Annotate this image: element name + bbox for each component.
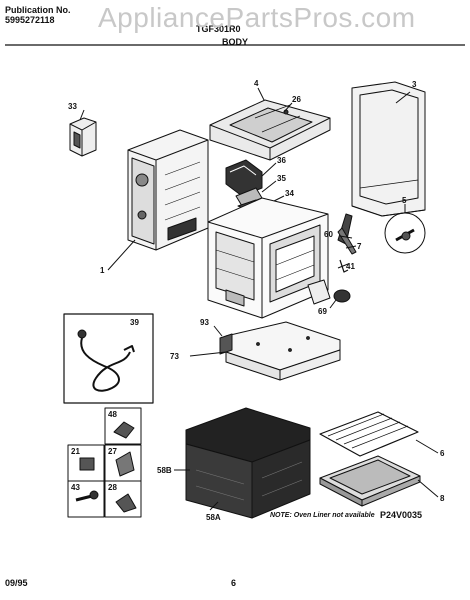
- label-part-35: 35: [277, 174, 286, 183]
- diagram-code: P24V0035: [380, 510, 423, 520]
- label-part-1: 1: [100, 266, 105, 275]
- label-part-48: 48: [108, 410, 117, 419]
- part-21-box: [67, 444, 105, 482]
- publication-label: Publication No.: [5, 5, 71, 15]
- label-part-36: 36: [277, 156, 286, 165]
- label-part-27: 27: [108, 447, 117, 456]
- label-part-39: 39: [130, 318, 139, 327]
- label-part-58A: 58A: [206, 513, 221, 522]
- label-part-58B: 58B: [157, 466, 172, 475]
- part-60-hinge: [337, 213, 357, 273]
- label-part-3: 3: [412, 80, 417, 89]
- footer-date: 09/95: [5, 578, 28, 588]
- part-4-top-cover: [209, 87, 331, 161]
- publication-number: 5995272118: [5, 15, 55, 25]
- label-part-69: 69: [318, 307, 327, 316]
- oven-body: [207, 197, 331, 319]
- label-part-93: 93: [200, 318, 209, 327]
- label-part-6: 6: [440, 449, 445, 458]
- label-part-41: 41: [346, 262, 355, 271]
- label-part-28: 28: [108, 483, 117, 492]
- part-69-leveling-leg: [329, 289, 351, 309]
- label-part-7: 7: [357, 242, 362, 251]
- part-36-duct: [225, 159, 277, 207]
- label-part-33: 33: [68, 102, 77, 111]
- label-part-21: 21: [71, 447, 80, 456]
- part-28-box: [104, 480, 142, 518]
- label-part-43: 43: [71, 483, 80, 492]
- part-8-broiler-pan: [319, 455, 439, 507]
- part-3-side-panel: [351, 81, 426, 217]
- part-1-back-panel: [107, 129, 209, 271]
- section-title: BODY: [222, 37, 249, 47]
- part-48-box: [104, 407, 142, 445]
- part-5-roller: [384, 204, 426, 254]
- watermark: AppliancePartsPros.com: [98, 2, 416, 33]
- label-part-8: 8: [440, 494, 445, 503]
- oven-liner-note: NOTE: Oven Liner not available: [270, 512, 375, 519]
- label-part-26: 26: [292, 95, 301, 104]
- label-part-60: 60: [324, 230, 333, 239]
- label-part-34: 34: [285, 189, 294, 198]
- part-33-bracket: [69, 109, 97, 157]
- label-part-5: 5: [402, 196, 407, 205]
- footer-page-number: 6: [231, 578, 237, 588]
- label-part-73: 73: [170, 352, 179, 361]
- part-73-bottom-pan: [189, 321, 341, 381]
- part-6-oven-rack: [319, 411, 439, 457]
- part-39-power-cord-box: [63, 313, 154, 404]
- label-part-4: 4: [254, 79, 259, 88]
- model-number: TGF301R0: [196, 24, 241, 34]
- part-58-insulation: [174, 407, 311, 519]
- part-43-box: [67, 480, 105, 518]
